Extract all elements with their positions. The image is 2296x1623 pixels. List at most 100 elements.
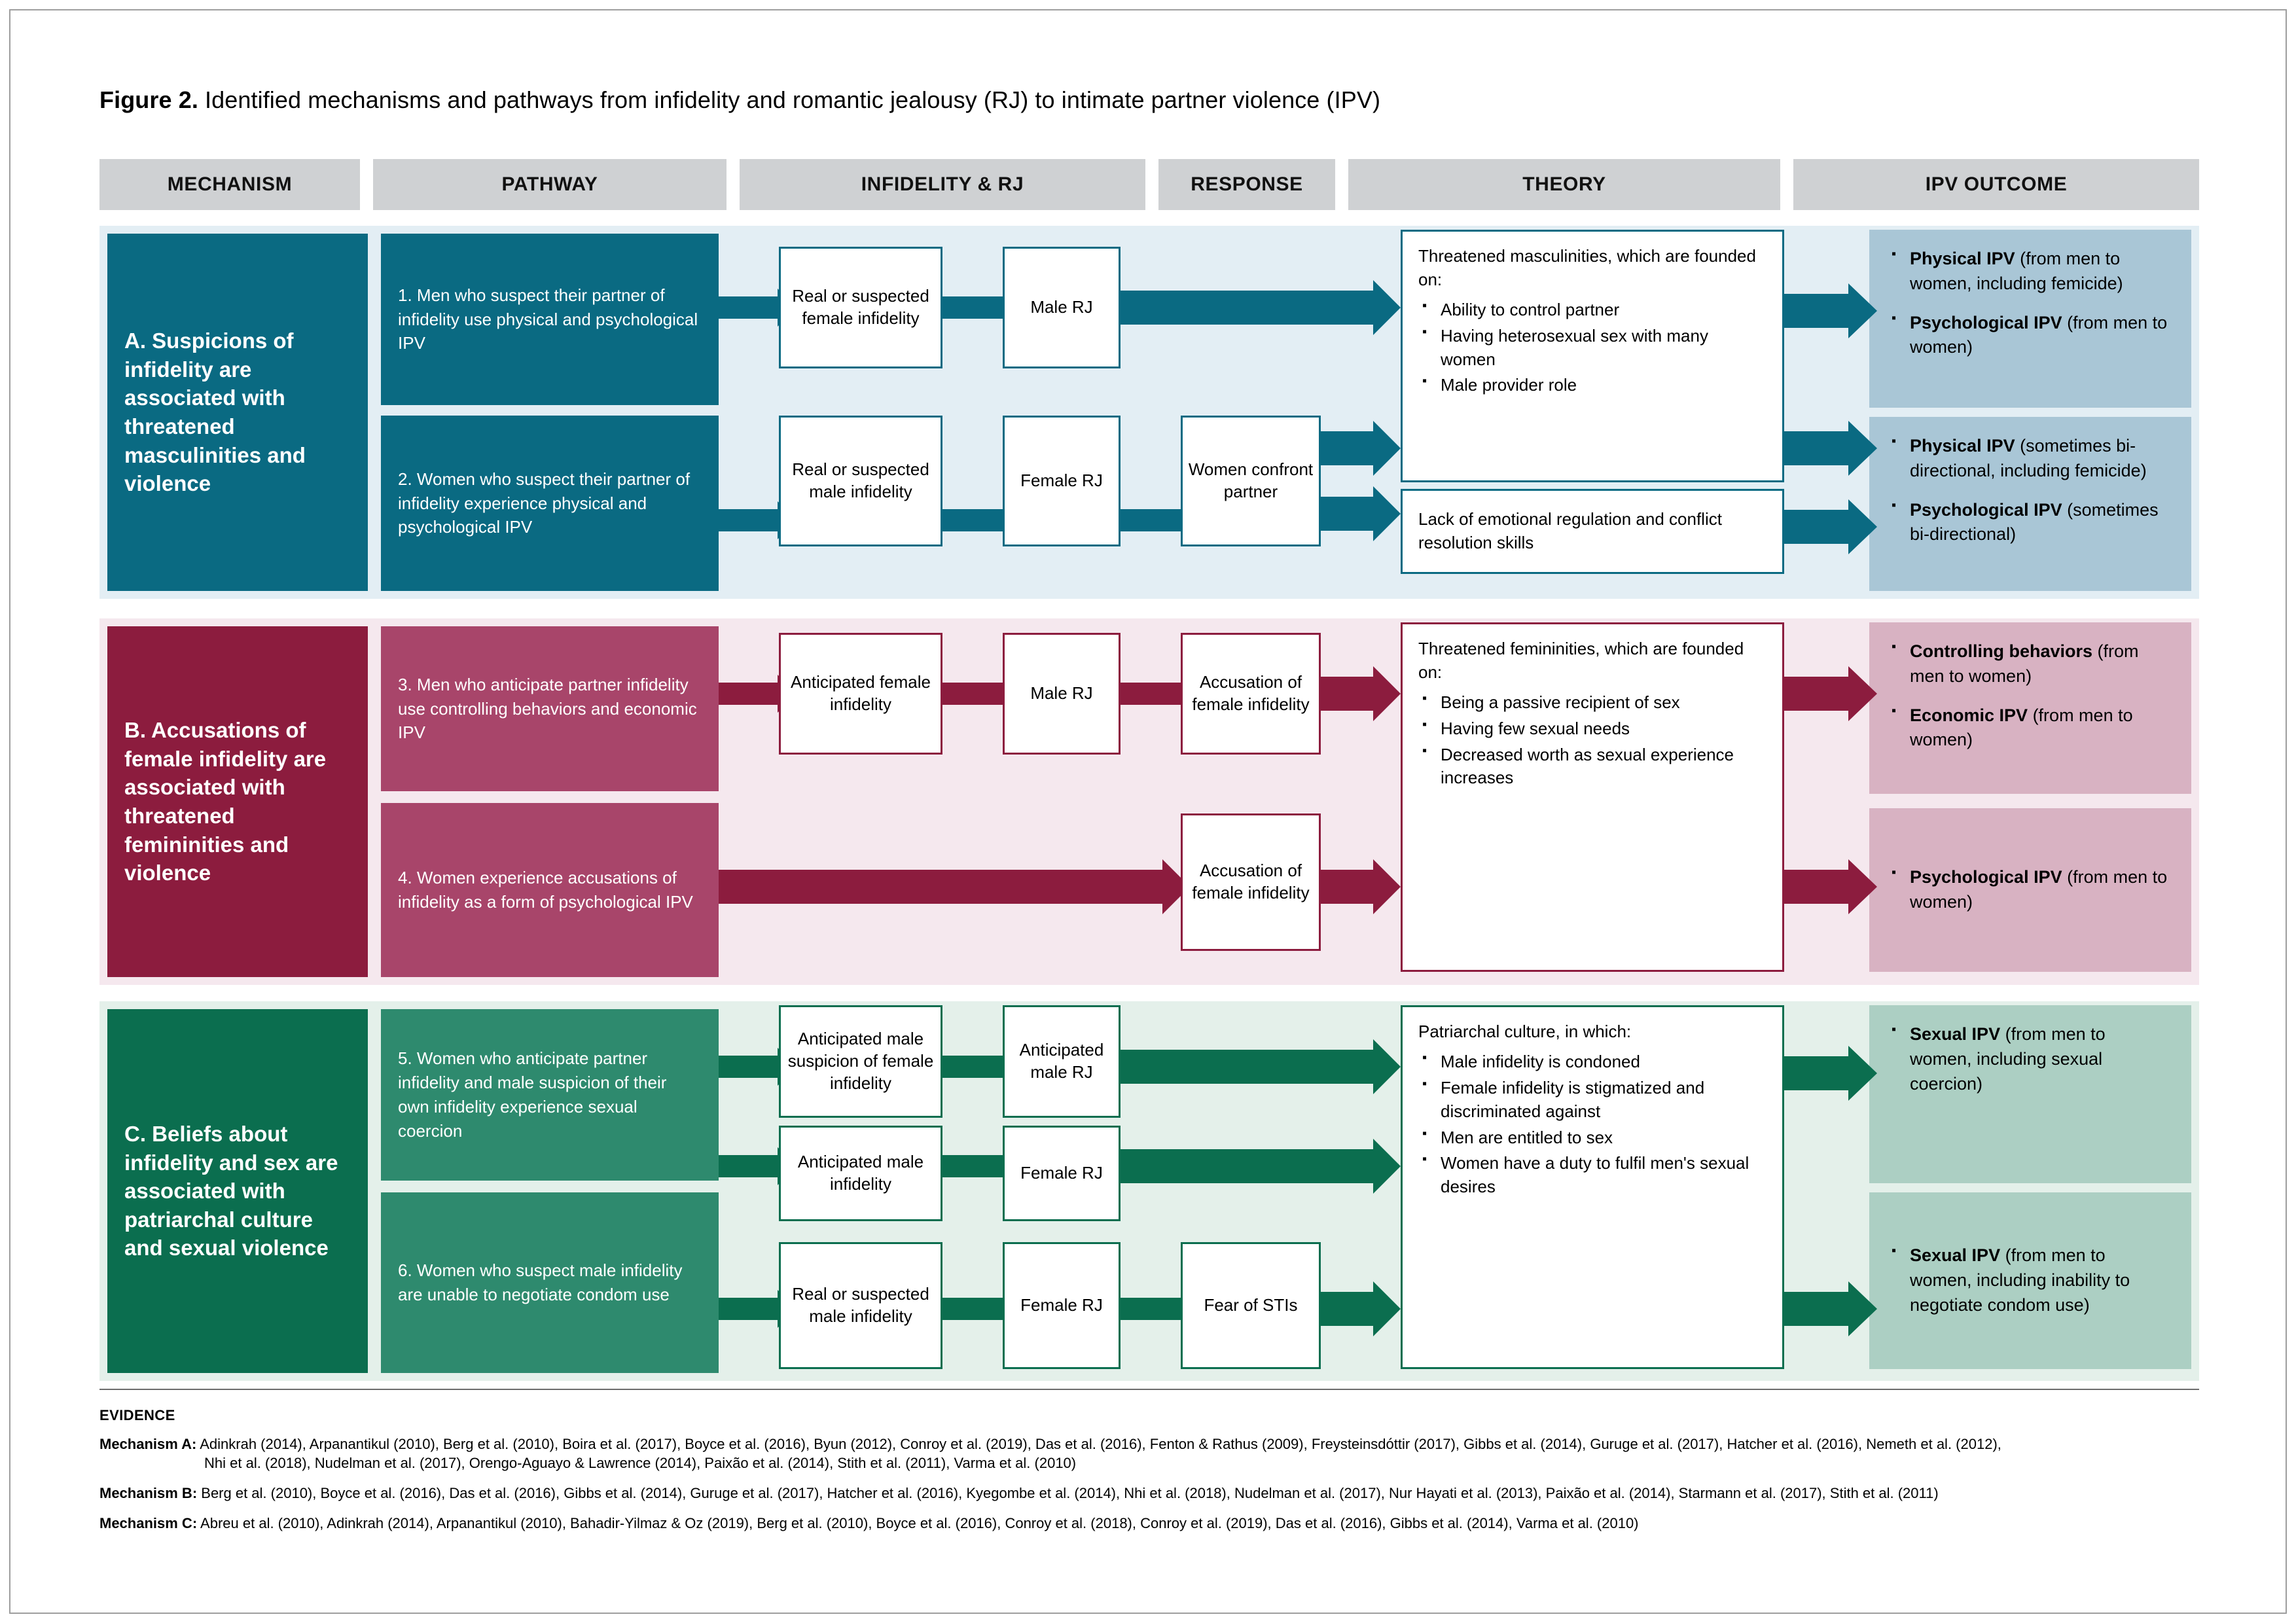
evidence-mechanism-a: Mechanism A: Adinkrah (2014), Arpanantik…: [99, 1435, 2199, 1473]
theory-lack-of-emotional-regulation: Lack of emotional regulation and conflic…: [1401, 489, 1784, 574]
evidence-a-line1: Adinkrah (2014), Arpanantikul (2010), Be…: [196, 1435, 2001, 1452]
node-anticipated-male-suspicion-of-female-infidelity: Anticipated male suspicion of female inf…: [779, 1005, 942, 1118]
outcome-a2-list: Physical IPV (sometimes bi-directional, …: [1889, 432, 2172, 548]
mechanism-b-title: B. Accusations of female infidelity are …: [107, 626, 368, 977]
arrow-response-to-theory2: [1316, 486, 1401, 541]
outcome-b4: Psychological IPV (from men to women): [1869, 808, 2191, 972]
arrow-rj5a-to-theory: [1115, 1039, 1401, 1094]
theory-a1-item-1: Having heterosexual sex with many women: [1422, 323, 1767, 372]
theory-a1-item-0: Ability to control partner: [1422, 297, 1767, 322]
arrow-rj2-to-response: [1115, 501, 1187, 540]
evidence-c-line: Abreu et al. (2010), Adinkrah (2014), Ar…: [197, 1514, 1639, 1531]
node-male-rj-b: Male RJ: [1003, 633, 1121, 755]
arrow-theory1-to-outcome2: [1779, 421, 1877, 476]
mechanism-a-band: A. Suspicions of infidelity are associat…: [99, 226, 2199, 599]
theory-threatened-masculinities: Threatened masculinities, which are foun…: [1401, 230, 1784, 482]
arrow-theory-c-to-outcome6: [1779, 1281, 1877, 1336]
outcome-c6-item-0: Sexual IPV (from men to women, including…: [1892, 1241, 2172, 1317]
outcome-a2: Physical IPV (sometimes bi-directional, …: [1869, 417, 2191, 591]
header-response: RESPONSE: [1158, 159, 1335, 210]
theory-c-lead: Patriarchal culture, in which:: [1418, 1022, 1632, 1041]
node-anticipated-female-infidelity: Anticipated female infidelity: [779, 633, 942, 755]
header-ipv-outcome: IPV OUTCOME: [1793, 159, 2199, 210]
arrow-node5b-to-rj5b: [937, 1147, 1009, 1186]
arrow-rj3-to-response3: [1115, 674, 1187, 713]
arrow-infidelity1-to-rj1: [937, 288, 1009, 327]
arrow-node6-to-rj6: [937, 1289, 1009, 1329]
pathway-4: 4. Women experience accusations of infid…: [381, 803, 719, 977]
arrow-infidelity2-to-rj2: [937, 501, 1009, 540]
evidence-a-line2: Nhi et al. (2018), Nudelman et al. (2017…: [204, 1455, 1077, 1472]
arrow-response3-to-theory: [1316, 666, 1401, 721]
header-mechanism: MECHANISM: [99, 159, 360, 210]
arrow-infidelity3-to-rj3: [937, 674, 1009, 713]
theory-b-item-0: Being a passive recipient of sex: [1422, 690, 1767, 715]
theory-b-item-1: Having few sexual needs: [1422, 716, 1767, 741]
node-fear-of-stis: Fear of STIs: [1181, 1242, 1321, 1369]
theory-c-item-2: Men are entitled to sex: [1422, 1125, 1767, 1150]
arrow-theory2-to-outcome2: [1779, 499, 1877, 554]
node-real-or-suspected-female-infidelity: Real or suspected female infidelity: [779, 247, 942, 368]
outcome-b3-item-1: Economic IPV (from men to women): [1892, 702, 2172, 753]
outcome-b3-list: Controlling behaviors (from men to women…: [1889, 637, 2172, 753]
mechanism-c-band: C. Beliefs about infidelity and sex are …: [99, 1001, 2199, 1381]
arrow-theory-c-to-outcome5: [1779, 1046, 1877, 1101]
node-accusation-of-female-infidelity-2: Accusation of female infidelity: [1181, 813, 1321, 951]
header-pathway: PATHWAY: [373, 159, 726, 210]
theory-b-list: Being a passive recipient of sex Having …: [1418, 690, 1767, 791]
arrow-rj6-to-fear-of-stis: [1115, 1289, 1187, 1329]
outcome-c5: Sexual IPV (from men to women, including…: [1869, 1005, 2191, 1183]
theory-a1-lead: Threatened masculinities, which are foun…: [1418, 246, 1756, 289]
outcome-a1-item-0: Physical IPV (from men to women, includi…: [1892, 245, 2172, 296]
outcome-a2-item-0: Physical IPV (sometimes bi-directional, …: [1892, 432, 2172, 484]
outcome-a2-item-1: Psychological IPV (sometimes bi-directio…: [1892, 496, 2172, 548]
arrow-rj1-to-theory: [1115, 280, 1401, 335]
pathway-5: 5. Women who anticipate partner infideli…: [381, 1009, 719, 1181]
node-real-or-suspected-male-infidelity: Real or suspected male infidelity: [779, 416, 942, 546]
arrow-pathway4-to-response4: [719, 859, 1190, 914]
node-anticipated-male-rj: Anticipated male RJ: [1003, 1005, 1121, 1118]
theory-b-lead: Threatened femininities, which are found…: [1418, 639, 1744, 682]
column-headers: MECHANISM PATHWAY INFIDELITY & RJ RESPON…: [99, 159, 2199, 210]
evidence-b-line: Berg et al. (2010), Boyce et al. (2016),…: [197, 1485, 1939, 1502]
evidence-mechanism-b: Mechanism B: Berg et al. (2010), Boyce e…: [99, 1484, 2199, 1503]
node-female-rj-c2: Female RJ: [1003, 1242, 1121, 1369]
outcome-c5-list: Sexual IPV (from men to women, including…: [1889, 1020, 2172, 1096]
mechanism-b-band: B. Accusations of female infidelity are …: [99, 618, 2199, 985]
outcome-a1: Physical IPV (from men to women, includi…: [1869, 230, 2191, 408]
pathway-1: 1. Men who suspect their partner of infi…: [381, 234, 719, 405]
arrow-rj5b-to-theory: [1115, 1139, 1401, 1194]
evidence-divider: [99, 1389, 2199, 1390]
pathway-3: 3. Men who anticipate partner infidelity…: [381, 626, 719, 791]
evidence-section: EVIDENCE Mechanism A: Adinkrah (2014), A…: [99, 1406, 2199, 1543]
outcome-c6: Sexual IPV (from men to women, including…: [1869, 1192, 2191, 1369]
theory-c-item-0: Male infidelity is condoned: [1422, 1049, 1767, 1074]
figure-label: Figure 2.: [99, 86, 198, 113]
arrow-theory1-to-outcome1: [1779, 283, 1877, 338]
theory-a1-item-2: Male provider role: [1422, 372, 1767, 397]
evidence-mechanism-c: Mechanism C: Abreu et al. (2010), Adinkr…: [99, 1514, 2199, 1533]
header-infidelity-rj: INFIDELITY & RJ: [740, 159, 1145, 210]
page-border: [9, 9, 2287, 1614]
outcome-b4-item-0: Psychological IPV (from men to women): [1892, 863, 2172, 915]
node-female-rj-c1: Female RJ: [1003, 1126, 1121, 1221]
node-real-or-suspected-male-infidelity-c: Real or suspected male infidelity: [779, 1242, 942, 1369]
outcome-c6-list: Sexual IPV (from men to women, including…: [1889, 1241, 2172, 1317]
outcome-b4-list: Psychological IPV (from men to women): [1889, 863, 2172, 915]
arrow-response-to-theory1: [1316, 421, 1401, 476]
arrow-node5a-to-rj5a: [937, 1047, 1009, 1086]
outcome-b3: Controlling behaviors (from men to women…: [1869, 622, 2191, 794]
arrow-fear-of-stis-to-theory: [1316, 1281, 1401, 1336]
evidence-c-label: Mechanism C:: [99, 1514, 198, 1531]
mechanism-c-title: C. Beliefs about infidelity and sex are …: [107, 1009, 368, 1373]
evidence-b-label: Mechanism B:: [99, 1485, 198, 1502]
arrow-response4-to-theory: [1316, 859, 1401, 914]
outcome-a1-list: Physical IPV (from men to women, includi…: [1889, 245, 2172, 360]
node-anticipated-male-infidelity: Anticipated male infidelity: [779, 1126, 942, 1221]
arrow-theory-b-to-outcome4: [1779, 859, 1877, 914]
theory-threatened-femininities: Threatened femininities, which are found…: [1401, 622, 1784, 972]
arrow-theory-b-to-outcome3: [1779, 666, 1877, 721]
theory-b-item-2: Decreased worth as sexual experience inc…: [1422, 742, 1767, 791]
outcome-b3-item-0: Controlling behaviors (from men to women…: [1892, 637, 2172, 689]
